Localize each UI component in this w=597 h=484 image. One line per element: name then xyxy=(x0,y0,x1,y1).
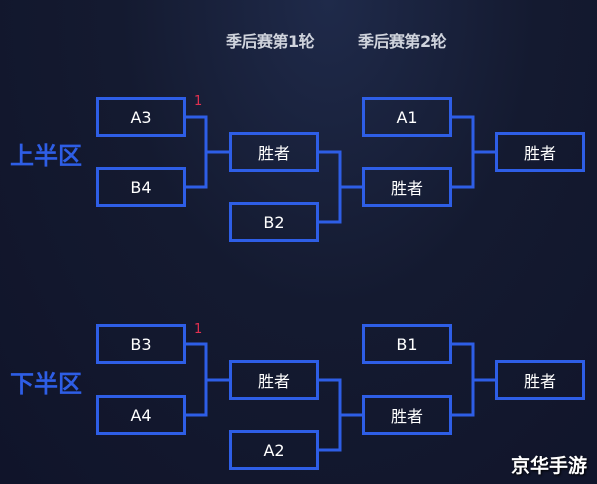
watermark: 京华手游 xyxy=(510,455,587,477)
lower-half-label: 下半区 xyxy=(10,370,82,398)
round-1-title: 季后赛第1轮 xyxy=(226,32,315,51)
lower-r1-top-team: B3 xyxy=(96,324,186,364)
lower-r1-bottom-team: A4 xyxy=(96,395,186,435)
lower-bye-team: A2 xyxy=(229,430,319,470)
lower-r2-top-team: B1 xyxy=(362,324,452,364)
round-2-title: 季后赛第2轮 xyxy=(358,32,447,51)
upper-r2-top-team: A1 xyxy=(362,97,452,137)
upper-r1-bottom-team: B4 xyxy=(96,167,186,207)
upper-r1-top-team: A3 xyxy=(96,97,186,137)
lower-r2-mid-winner: 胜者 xyxy=(362,395,452,435)
lower-r1-winner: 胜者 xyxy=(229,360,319,400)
upper-half-label: 上半区 xyxy=(10,142,82,170)
upper-final-winner: 胜者 xyxy=(495,132,585,172)
upper-bye-team: B2 xyxy=(229,202,319,242)
lower-seed-mark: 1 xyxy=(194,322,203,337)
upper-seed-mark: 1 xyxy=(194,94,203,109)
lower-final-winner: 胜者 xyxy=(495,360,585,400)
upper-r1-winner: 胜者 xyxy=(229,132,319,172)
upper-r2-mid-winner: 胜者 xyxy=(362,167,452,207)
